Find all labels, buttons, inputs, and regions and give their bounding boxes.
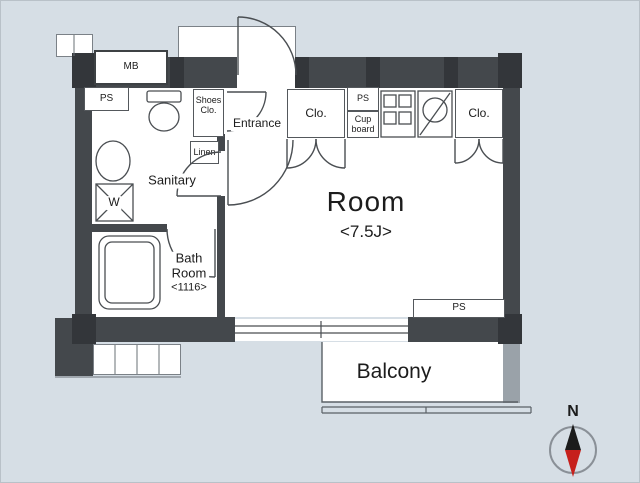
balcony-window-opening bbox=[235, 319, 408, 341]
washer-label: W bbox=[106, 195, 122, 210]
wall-interior-vertical-a bbox=[217, 134, 225, 151]
pipe-space-kitchen: PS bbox=[347, 87, 379, 111]
pillar-top-left bbox=[72, 53, 96, 88]
room-label: Room bbox=[326, 185, 406, 217]
bath-room-label: Bath Room <1116> bbox=[169, 250, 209, 295]
balcony-side-wall bbox=[503, 342, 520, 403]
pipe-space-top-label: PS bbox=[99, 92, 114, 104]
pipe-space-kitchen-label: PS bbox=[356, 93, 369, 104]
pillar-bottom-right bbox=[498, 314, 522, 344]
pillar-bottom-left bbox=[72, 314, 96, 344]
closet-left: Clo. bbox=[287, 89, 345, 138]
pillar-top-1 bbox=[170, 57, 184, 88]
entrance-label: Entrance bbox=[230, 116, 284, 131]
linen-closet-label: Linen bbox=[193, 146, 216, 157]
shoes-closet: Shoes Clo. bbox=[193, 89, 224, 137]
bath-room-label-1: Bath bbox=[175, 250, 203, 266]
balcony-label: Balcony bbox=[356, 359, 432, 383]
cupboard: Cup board bbox=[347, 111, 379, 138]
closet-right-label: Clo. bbox=[468, 106, 490, 121]
pipe-space-bottom: PS bbox=[413, 299, 505, 318]
meter-box: MB bbox=[94, 50, 168, 85]
compass-icon bbox=[549, 424, 597, 477]
closet-right: Clo. bbox=[455, 89, 503, 138]
cupboard-label-2: board bbox=[351, 123, 375, 134]
sanitary-label: Sanitary bbox=[146, 172, 198, 189]
entrance-door-opening bbox=[237, 57, 295, 88]
pillar-top-4 bbox=[444, 57, 458, 88]
room-size-label: <7.5J> bbox=[340, 222, 392, 242]
pillar-top-2 bbox=[295, 57, 309, 88]
compass-needle-south bbox=[565, 450, 581, 477]
pipe-space-bottom-label: PS bbox=[452, 302, 466, 314]
wall-bath-divider bbox=[90, 224, 167, 232]
compass-needle-north bbox=[565, 424, 581, 450]
bath-room-size: <1116> bbox=[171, 281, 207, 294]
meter-box-label: MB bbox=[123, 61, 139, 73]
bath-room-label-2: Room bbox=[171, 265, 207, 281]
wall-interior-vertical-b bbox=[217, 196, 225, 317]
cupboard-label-1: Cup bbox=[354, 113, 372, 124]
wall-top-right bbox=[295, 57, 503, 88]
north-label: N bbox=[567, 402, 579, 420]
pillar-top-right bbox=[498, 53, 522, 88]
wall-right bbox=[503, 57, 520, 342]
entrance-porch bbox=[178, 26, 296, 59]
shoes-closet-label-1: Shoes bbox=[195, 95, 222, 105]
balcony-railing bbox=[321, 406, 532, 414]
compass-ring bbox=[549, 426, 597, 474]
exterior-stairs bbox=[93, 344, 181, 375]
pillar-top-3 bbox=[366, 57, 380, 88]
pipe-space-top: PS bbox=[84, 87, 129, 111]
closet-left-label: Clo. bbox=[305, 106, 327, 121]
shoes-closet-label-2: Clo. bbox=[200, 104, 217, 115]
linen-closet: Linen bbox=[190, 141, 219, 164]
wall-bottom-left bbox=[75, 317, 235, 342]
